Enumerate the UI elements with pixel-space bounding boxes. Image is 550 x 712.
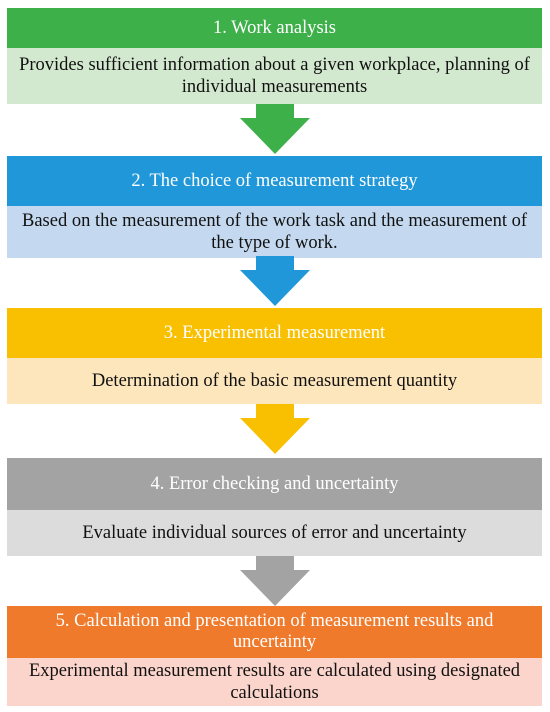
arrow-3-icon [240,404,310,454]
arrow-4-icon [240,556,310,606]
step-5-description: Experimental measurement results are cal… [7,658,542,706]
step-3-experimental-measurement: 3. Experimental measurement Determinatio… [7,308,542,404]
step-1-description: Provides sufficient information about a … [7,48,542,104]
arrow-1-icon [240,104,310,154]
step-3-description: Determination of the basic measurement q… [7,358,542,404]
step-5-calculation-presentation: 5. Calculation and presentation of measu… [7,606,542,706]
step-5-title: 5. Calculation and presentation of measu… [7,606,542,658]
arrow-2-icon [240,256,310,306]
step-4-description: Evaluate individual sources of error and… [7,510,542,556]
step-2-measurement-strategy: 2. The choice of measurement strategy Ba… [7,156,542,258]
step-3-title: 3. Experimental measurement [7,308,542,358]
step-1-title: 1. Work analysis [7,8,542,48]
step-4-error-checking: 4. Error checking and uncertainty Evalua… [7,458,542,556]
step-2-title: 2. The choice of measurement strategy [7,156,542,206]
step-1-work-analysis: 1. Work analysis Provides sufficient inf… [7,8,542,104]
step-4-title: 4. Error checking and uncertainty [7,458,542,510]
step-2-description: Based on the measurement of the work tas… [7,206,542,258]
